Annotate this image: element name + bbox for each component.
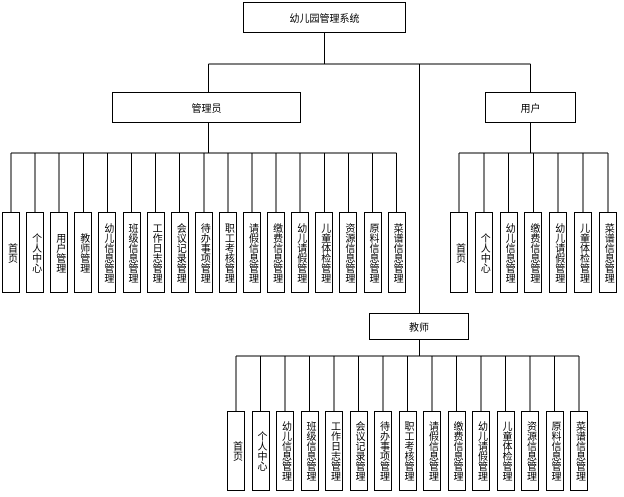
admin-child-node: 资源信息管理 (339, 212, 358, 293)
teacher-child-node: 儿童体检管理 (496, 411, 515, 491)
teacher-child-node: 职工考核管理 (398, 411, 417, 491)
admin-child-node: 待办事项管理 (194, 212, 213, 293)
teacher-child-node: 菜谱信息管理 (570, 411, 588, 491)
admin-child-node: 教师管理 (74, 212, 93, 293)
teacher-child-node: 原料信息管理 (545, 411, 564, 491)
admin-child-node: 原料信息管理 (363, 212, 382, 293)
teacher-child-node: 班级信息管理 (300, 411, 319, 491)
admin-child-node: 用户管理 (50, 212, 69, 293)
user-child-node: 首页 (450, 212, 468, 293)
admin-child-node: 工作日志管理 (146, 212, 165, 293)
teacher-child-node: 个人中心 (251, 411, 270, 491)
admin-child-node: 个人中心 (26, 212, 45, 293)
teacher-child-node: 幼儿信息管理 (276, 411, 294, 491)
admin-child-node: 班级信息管理 (122, 212, 141, 293)
admin-child-node: 幼儿信息管理 (98, 212, 117, 293)
admin-child-node: 职工考核管理 (218, 212, 237, 293)
admin-child-node: 幼儿请假管理 (291, 212, 310, 293)
teacher-child-node: 幼儿请假管理 (472, 411, 490, 491)
admin-child-node: 缴费信息管理 (267, 212, 286, 293)
user-node: 用户 (485, 92, 576, 123)
teacher-child-node: 待办事项管理 (374, 411, 392, 491)
user-child-node: 个人中心 (474, 212, 493, 293)
teacher-child-node: 首页 (227, 411, 245, 491)
teacher-node: 教师 (369, 313, 469, 340)
admin-child-node: 请假信息管理 (243, 212, 261, 293)
teacher-child-node: 会议记录管理 (349, 411, 368, 491)
root-node: 幼儿园管理系统 (243, 2, 406, 33)
user-child-node: 幼儿信息管理 (499, 212, 518, 293)
admin-child-node: 首页 (2, 212, 20, 293)
teacher-child-node: 资源信息管理 (521, 411, 539, 491)
admin-child-node: 会议记录管理 (170, 212, 189, 293)
admin-child-node: 菜谱信息管理 (387, 212, 406, 293)
user-child-node: 缴费信息管理 (524, 212, 543, 293)
teacher-child-node: 请假信息管理 (423, 411, 441, 491)
user-child-node: 幼儿请假管理 (549, 212, 568, 293)
admin-child-node: 儿童体检管理 (315, 212, 334, 293)
user-child-node: 儿童体检管理 (574, 212, 592, 293)
teacher-child-node: 工作日志管理 (325, 411, 343, 491)
admin-node: 管理员 (112, 92, 301, 123)
user-child-node: 菜谱信息管理 (598, 212, 617, 293)
teacher-child-node: 缴费信息管理 (447, 411, 466, 491)
